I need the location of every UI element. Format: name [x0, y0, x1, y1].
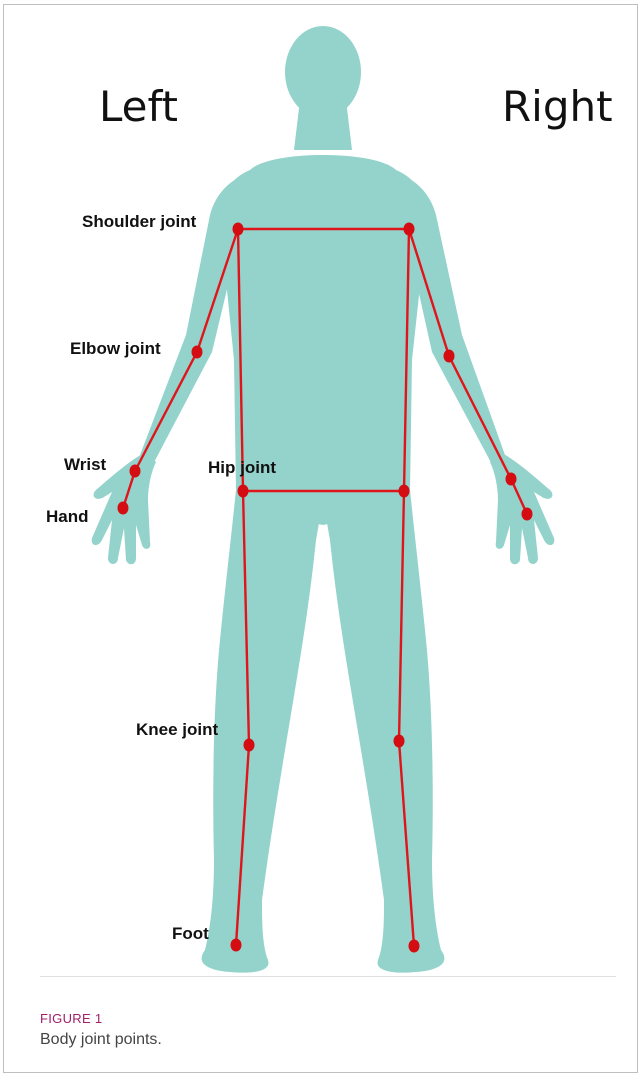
left-hip-joint: [238, 485, 249, 498]
left-side-label: Left: [99, 82, 178, 131]
left-foot-joint: [231, 939, 242, 952]
figure-caption: Body joint points.: [40, 1031, 162, 1049]
right-hip-joint: [399, 485, 410, 498]
right-foot-joint: [409, 940, 420, 953]
right-forearm-line: [449, 356, 511, 479]
body-silhouette: [92, 26, 555, 973]
elbow-joint-label: Elbow joint: [70, 339, 161, 359]
right-hand: [490, 452, 554, 564]
left-elbow-joint: [192, 346, 203, 359]
left-hand-joint: [118, 502, 129, 515]
neck: [294, 100, 352, 150]
left-forearm-line: [135, 352, 197, 471]
hand-label: Hand: [46, 507, 89, 527]
right-wrist-joint: [506, 473, 517, 486]
body-diagram: [0, 0, 641, 980]
right-hand-joint: [522, 508, 533, 521]
left-leg: [202, 480, 323, 973]
right-leg: [323, 480, 444, 973]
foot-label: Foot: [172, 924, 209, 944]
right-knee-joint: [394, 735, 405, 748]
right-side-label: Right: [502, 82, 613, 131]
knee-joint-label: Knee joint: [136, 720, 218, 740]
figure-number: FIGURE 1: [40, 1011, 102, 1026]
right-elbow-joint: [444, 350, 455, 363]
shoulder-joint-label: Shoulder joint: [82, 212, 196, 232]
caption-divider: [40, 976, 616, 977]
left-knee-joint: [244, 739, 255, 752]
wrist-label: Wrist: [64, 455, 106, 475]
left-shoulder-joint: [233, 223, 244, 236]
right-shoulder-joint: [404, 223, 415, 236]
hip-joint-label: Hip joint: [208, 458, 276, 478]
left-wrist-joint: [130, 465, 141, 478]
